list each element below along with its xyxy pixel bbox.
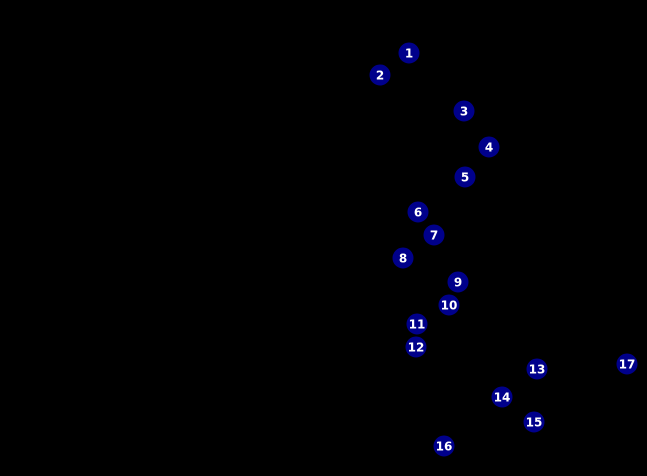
map-marker-9[interactable]: 9 [446, 270, 470, 294]
map-marker-7[interactable]: 7 [422, 223, 446, 247]
map-marker-13[interactable]: 13 [525, 357, 549, 381]
marker-number-label: 12 [407, 340, 425, 354]
map-marker-16[interactable]: 16 [432, 434, 456, 458]
marker-number-label: 17 [618, 357, 636, 371]
marker-number-label: 2 [375, 68, 385, 82]
map-marker-14[interactable]: 14 [490, 385, 514, 409]
map-marker-5[interactable]: 5 [453, 165, 477, 189]
map-marker-2[interactable]: 2 [368, 63, 392, 87]
marker-number-label: 14 [493, 390, 511, 404]
map-marker-4[interactable]: 4 [477, 135, 501, 159]
map-marker-17[interactable]: 17 [615, 352, 639, 376]
map-marker-3[interactable]: 3 [452, 99, 476, 123]
marker-number-label: 16 [435, 439, 453, 453]
marker-number-label: 11 [408, 317, 426, 331]
marker-number-label: 4 [484, 140, 494, 154]
marker-number-label: 8 [398, 251, 408, 265]
marker-number-label: 15 [525, 415, 543, 429]
marker-number-label: 1 [404, 46, 414, 60]
marker-number-label: 6 [413, 205, 423, 219]
map-marker-6[interactable]: 6 [406, 200, 430, 224]
marker-number-label: 10 [440, 298, 458, 312]
map-marker-1[interactable]: 1 [397, 41, 421, 65]
marker-number-label: 9 [453, 275, 463, 289]
marker-number-label: 5 [460, 170, 470, 184]
marker-number-label: 13 [528, 362, 546, 376]
marker-number-label: 7 [429, 228, 439, 242]
marker-number-label: 3 [459, 104, 469, 118]
map-marker-12[interactable]: 12 [404, 335, 428, 359]
map-marker-8[interactable]: 8 [391, 246, 415, 270]
map-marker-11[interactable]: 11 [405, 312, 429, 336]
map-marker-15[interactable]: 15 [522, 410, 546, 434]
map-marker-10[interactable]: 10 [437, 293, 461, 317]
